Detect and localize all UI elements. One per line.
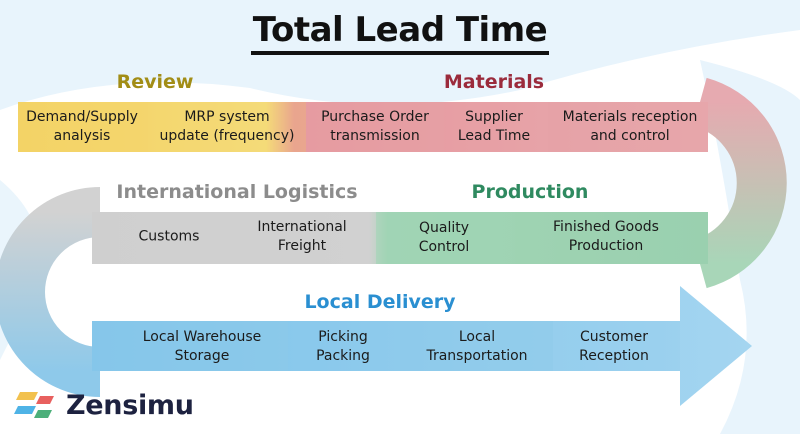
- logo-shape-yellow: [16, 392, 38, 400]
- step-segment-4-0: [92, 321, 288, 371]
- step-segment-1-1: [444, 102, 548, 152]
- stage-title-international-logistics: International Logistics: [116, 181, 358, 203]
- page-title: Total Lead Time: [0, 10, 800, 55]
- step-segment-2-0: [376, 212, 515, 264]
- step-segment-0-0: [18, 102, 148, 152]
- page-title-text: Total Lead Time: [250, 10, 550, 55]
- step-quality-control: Quality Control: [418, 220, 470, 255]
- stage-title-review: Review: [116, 71, 194, 93]
- logo-shape-green: [34, 410, 52, 418]
- step-segment-2-1: [515, 212, 708, 264]
- step-international-freight: International Freight: [257, 219, 347, 254]
- step-supplier-lead-time: Supplier Lead Time: [457, 109, 531, 144]
- step-segment-4-1: [288, 321, 400, 371]
- brand-name: Zensimu: [66, 390, 194, 421]
- step-materials-reception-control: Materials reception and control: [562, 109, 698, 144]
- u-turn-right: [692, 77, 787, 289]
- step-demand-supply-analysis: Demand/Supply analysis: [26, 109, 138, 144]
- step-finished-goods-production: Finished Goods Production: [553, 219, 659, 254]
- step-local-warehouse-storage: Local Warehouse Storage: [142, 329, 262, 364]
- logo-shape-blue: [14, 406, 36, 414]
- step-segment-1-2: [548, 102, 708, 152]
- step-local-transportation: Local Transportation: [426, 329, 528, 364]
- stage-title-production: Production: [471, 181, 589, 203]
- logo-shape-red: [36, 396, 54, 404]
- process-flow-band: [0, 77, 787, 406]
- step-segment-4-2: [400, 321, 553, 371]
- step-segment-3-0: [92, 212, 230, 264]
- stage-title-materials: Materials: [443, 71, 545, 93]
- step-segment-0-1: [148, 102, 306, 152]
- background-blob-top: [0, 0, 800, 110]
- step-purchase-order-transmission: Purchase Order transmission: [321, 109, 429, 144]
- step-segment-4-3: [553, 321, 680, 371]
- u-turn-left: [0, 187, 101, 397]
- stage-title-local-delivery: Local Delivery: [304, 291, 456, 313]
- step-customs: Customs: [138, 228, 200, 245]
- logo-mark: [14, 392, 54, 418]
- step-segment-3-1: [230, 212, 376, 264]
- step-segment-1-0: [306, 102, 444, 152]
- brand-logo: Zensimu: [18, 390, 194, 421]
- step-mrp-system-update: MRP system update (frequency): [159, 109, 295, 144]
- step-picking-packing: Picking Packing: [316, 329, 370, 364]
- step-customer-reception: Customer Reception: [579, 329, 649, 364]
